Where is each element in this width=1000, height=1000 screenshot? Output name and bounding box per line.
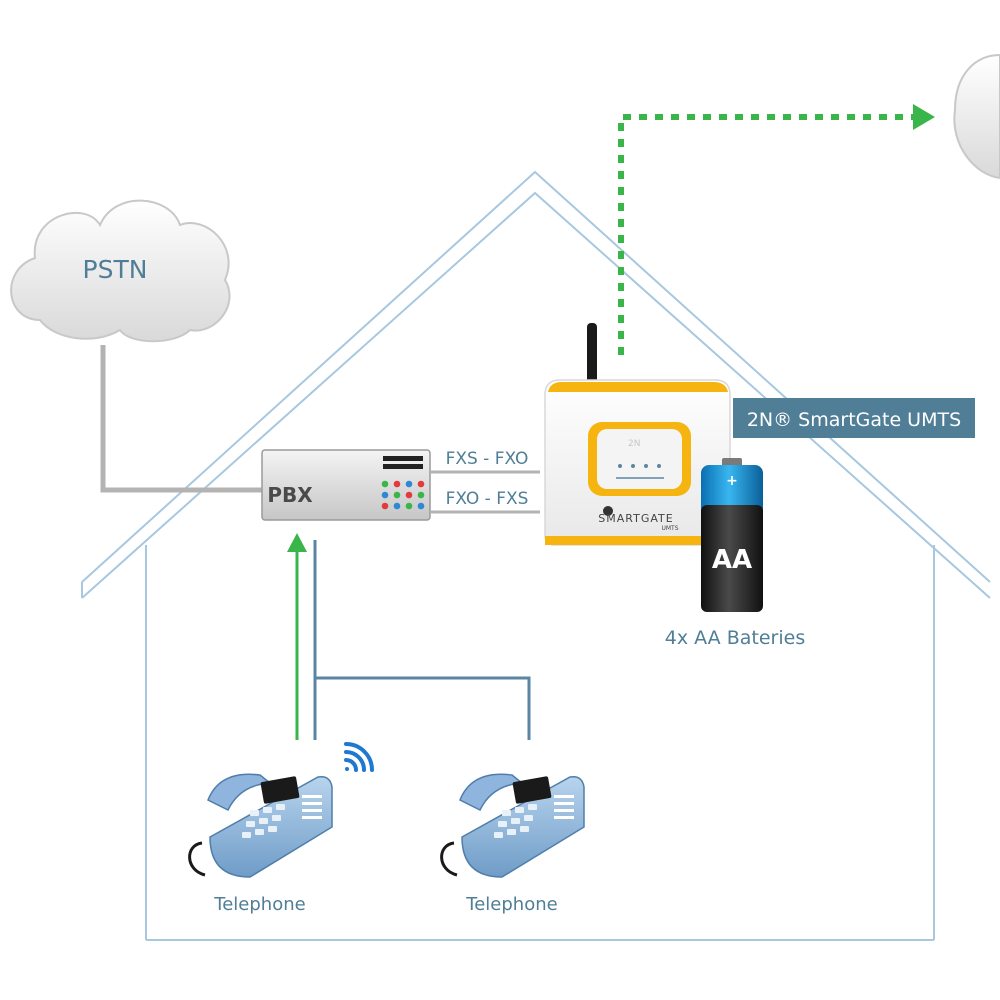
gateway-model-text: UMTS (661, 525, 678, 532)
telephone-icon (440, 773, 585, 878)
phone-line-branch (315, 676, 531, 740)
fxs-fxo-label: FXS - FXO (446, 449, 529, 469)
telephone-1-label: Telephone (213, 894, 305, 915)
gateway-status-leds (618, 464, 661, 468)
green-uplink-arrow (287, 533, 307, 552)
antenna (587, 323, 597, 385)
telephone-1 (188, 773, 333, 878)
internet-cloud-partial (953, 53, 1000, 180)
battery-type-label: AA (712, 545, 752, 575)
pbx-unit: PBX (261, 449, 431, 521)
wireless-route (618, 114, 915, 355)
pstn-cloud: PSTN (10, 199, 231, 343)
telephone-2 (440, 773, 585, 878)
pbx-indicator-lights (381, 480, 425, 510)
battery-caption: 4x AA Bateries (665, 627, 805, 649)
wireless-route-arrow (913, 104, 935, 130)
telephone-icon (188, 773, 333, 878)
gateway-brand-icon (603, 506, 613, 516)
pbx-label: PBX (267, 483, 313, 507)
gateway-brand-text: SMARTGATE (598, 512, 673, 525)
gateway-logo-mark: 2N (628, 439, 640, 449)
pstn-label: PSTN (83, 255, 148, 284)
house-outline (81, 170, 991, 941)
battery-plus-sign: + (726, 473, 738, 489)
gateway-name-label: 2N® SmartGate UMTS (747, 409, 961, 431)
aa-battery: + AA (701, 458, 763, 612)
gateway-name-banner: 2N® SmartGate UMTS (733, 398, 975, 438)
wireless-signal-icon (344, 742, 374, 772)
telephone-2-label: Telephone (465, 894, 557, 915)
pstn-line (100, 345, 262, 493)
fxo-fxs-label: FXO - FXS (446, 489, 529, 509)
smartgate-device: 2N SMARTGATE UMTS (544, 323, 731, 546)
